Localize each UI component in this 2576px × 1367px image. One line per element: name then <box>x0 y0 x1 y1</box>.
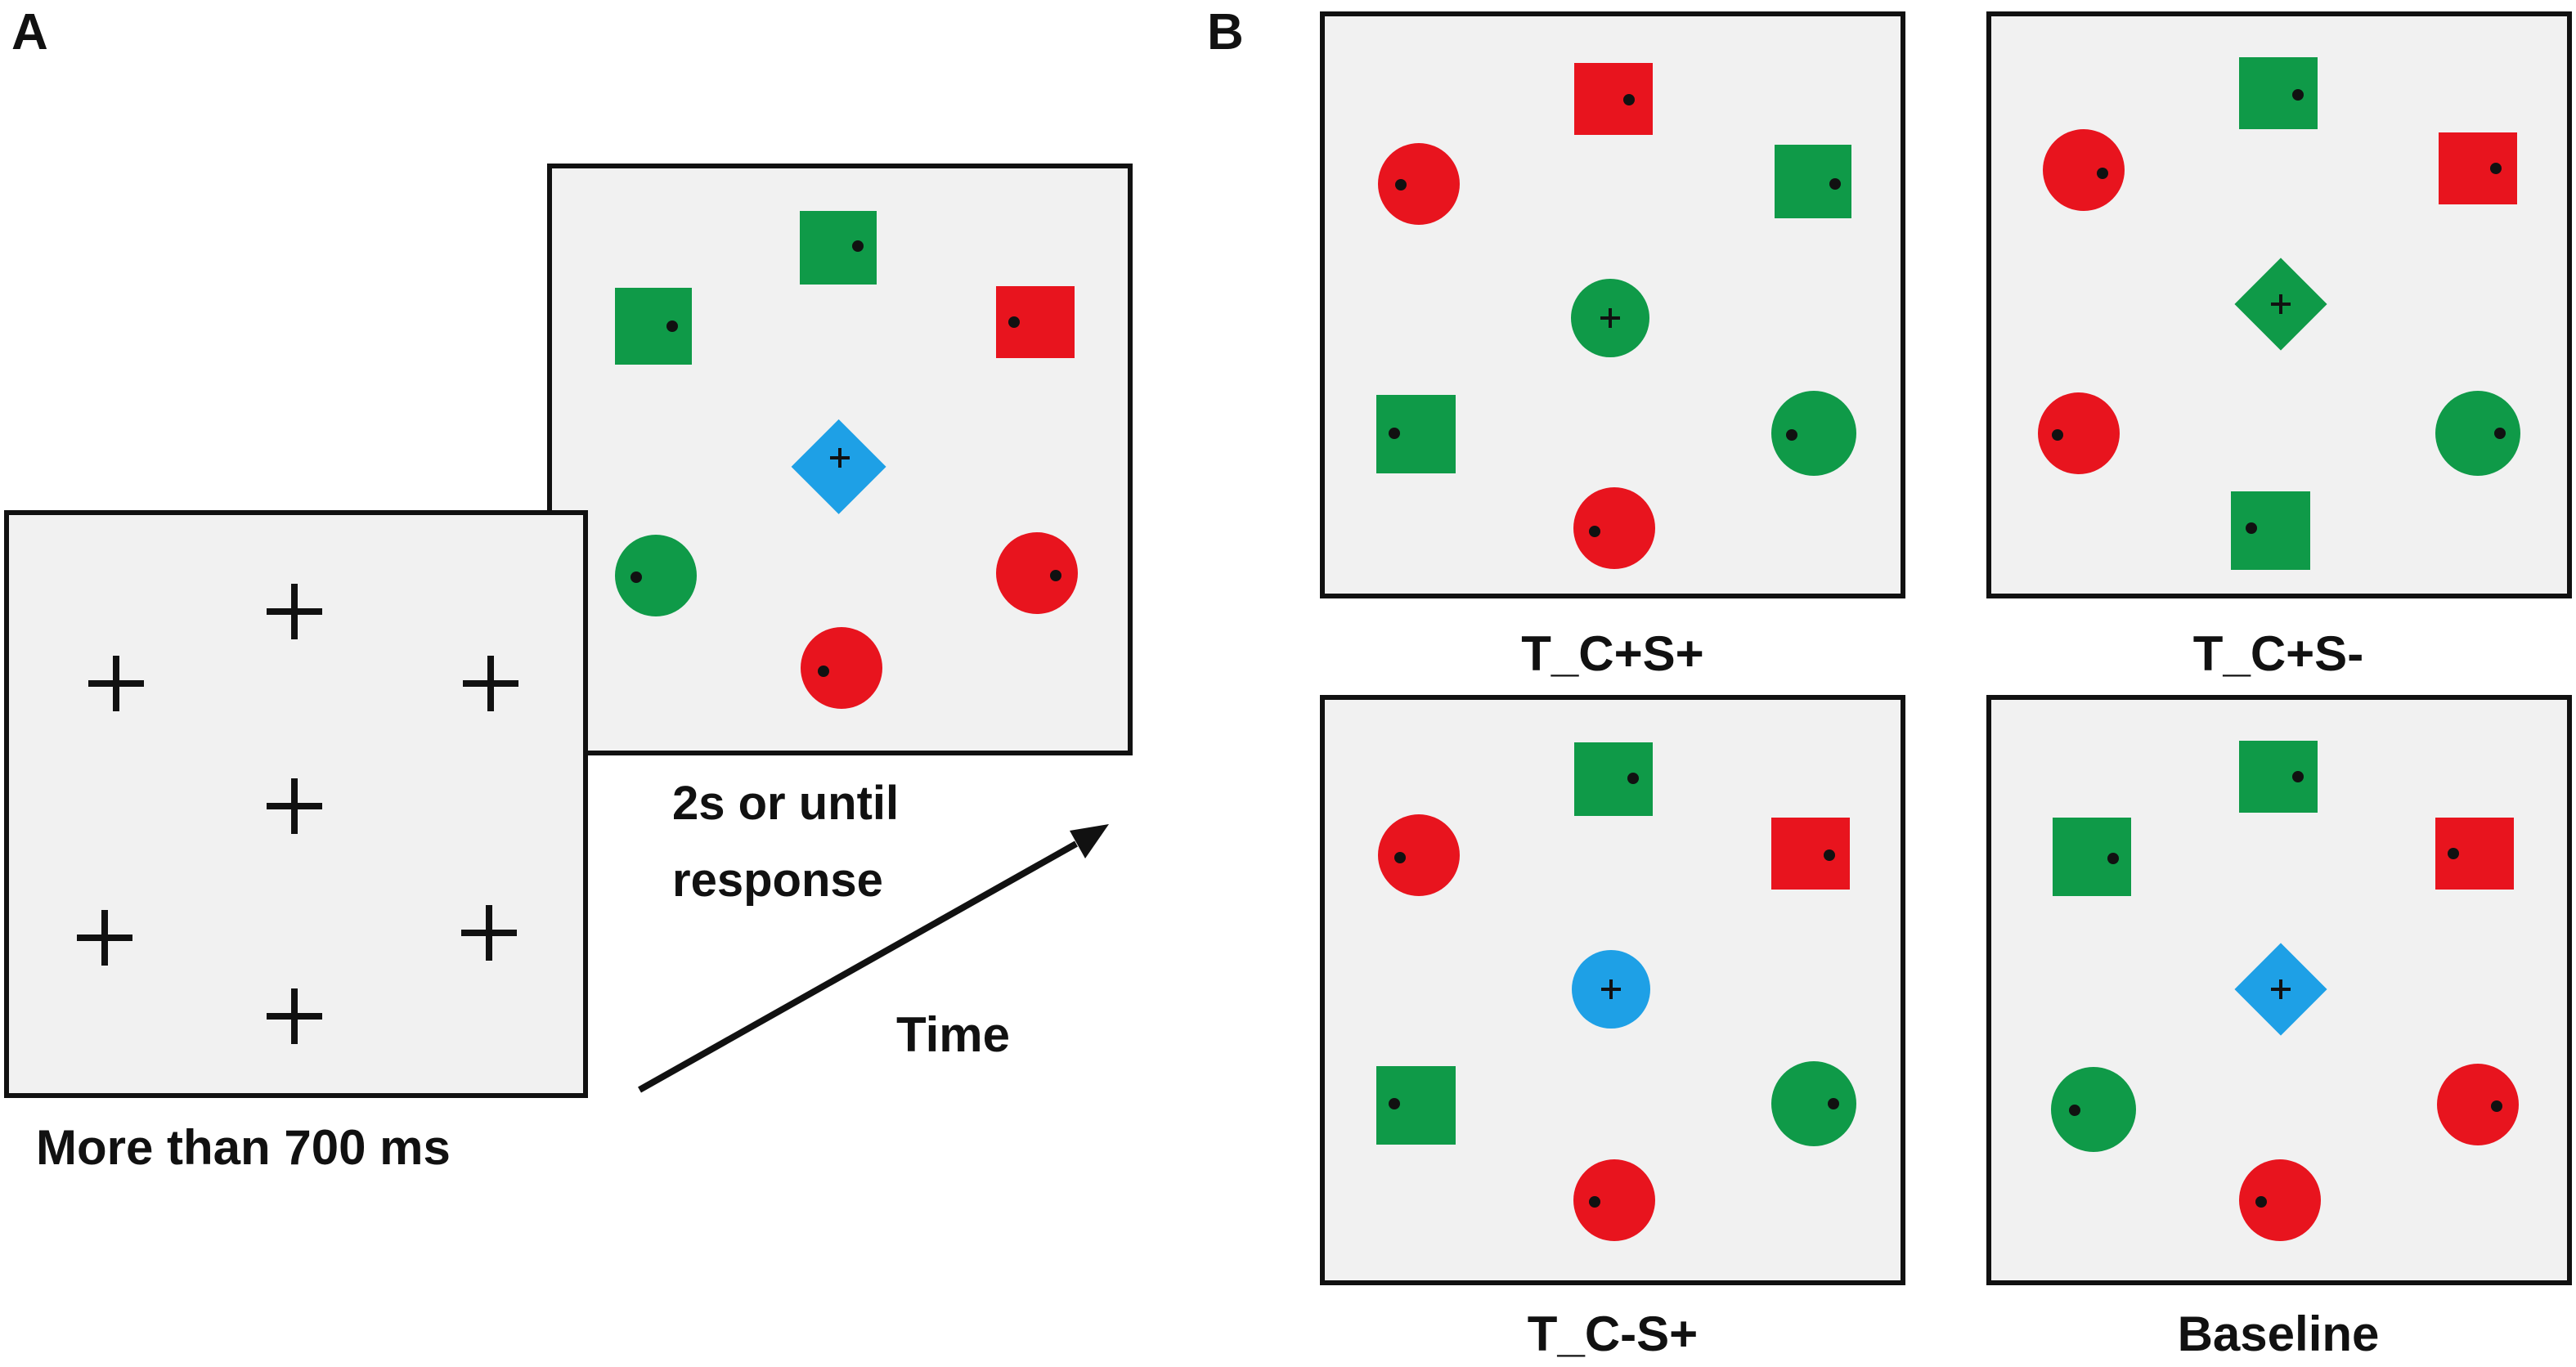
condition-display-t-c-minus-s-plus <box>1320 695 1905 1285</box>
condition-label: T_C+S+ <box>1521 626 1703 681</box>
red-circle <box>2239 1159 2321 1241</box>
target-dot <box>1589 1196 1600 1208</box>
fixation-duration-caption: More than 700 ms <box>36 1120 451 1175</box>
fixation-cross <box>1600 308 1620 328</box>
target-dot <box>2292 89 2304 101</box>
fixation-cross <box>2271 294 2291 314</box>
time-arrow <box>638 824 1109 1093</box>
red-circle <box>1573 487 1655 569</box>
fixation-cross <box>88 656 144 711</box>
red-square <box>2435 818 2514 890</box>
green-square <box>1376 1066 1456 1145</box>
green-circle <box>1771 1061 1856 1146</box>
target-dot <box>1623 94 1635 105</box>
green-square <box>2239 57 2318 129</box>
search-duration-caption-line2: response <box>672 854 883 907</box>
fixation-cross <box>2271 979 2291 999</box>
green-circle <box>1771 391 1856 476</box>
target-dot <box>2494 428 2506 439</box>
target-dot <box>2107 853 2119 864</box>
green-square <box>800 211 877 285</box>
green-circle <box>615 535 697 616</box>
target-dot <box>818 666 829 677</box>
fixation-cross <box>463 656 518 711</box>
target-dot <box>1828 1098 1839 1109</box>
fixation-display <box>4 510 588 1098</box>
target-dot <box>852 240 864 252</box>
time-label: Time <box>896 1007 1010 1062</box>
red-circle <box>2043 129 2125 211</box>
green-square <box>1376 395 1456 473</box>
panel-label-b: B <box>1207 4 1244 61</box>
red-circle <box>1378 143 1460 225</box>
red-circle <box>2038 392 2120 474</box>
target-dot <box>1389 1098 1400 1109</box>
condition-display-baseline <box>1986 695 2572 1285</box>
target-dot <box>1008 316 1020 328</box>
target-dot <box>1389 428 1400 439</box>
red-square <box>1574 63 1653 135</box>
green-circle <box>2435 391 2520 476</box>
green-square <box>2231 491 2310 570</box>
condition-label: T_C+S- <box>2193 626 2363 681</box>
red-circle <box>1573 1159 1655 1241</box>
fixation-cross <box>1601 979 1621 999</box>
target-dot <box>1395 179 1407 190</box>
green-square <box>2053 818 2131 896</box>
panel-a: More than 700 ms 2s or until response Ti… <box>4 164 1133 1175</box>
green-square <box>1574 742 1653 816</box>
red-circle <box>801 627 882 709</box>
condition-label: Baseline <box>2178 1306 2380 1361</box>
panel-label-a: A <box>11 4 48 61</box>
red-square <box>996 286 1075 358</box>
search-display <box>547 164 1133 755</box>
target-dot <box>2490 163 2502 174</box>
target-dot <box>1050 570 1061 581</box>
target-dot <box>2052 429 2063 441</box>
target-dot <box>631 571 642 583</box>
target-dot <box>2069 1105 2080 1116</box>
target-dot <box>1829 178 1841 190</box>
target-dot <box>2292 771 2304 782</box>
target-dot <box>2448 848 2459 859</box>
fixation-cross <box>77 910 132 966</box>
panel-b: T_C+S+ T_C+S- <box>1320 11 2572 1361</box>
fixation-cross <box>267 584 322 639</box>
red-square <box>1771 818 1850 890</box>
search-duration-caption-line1: 2s or until <box>672 777 899 830</box>
target-dot <box>2246 522 2257 534</box>
target-dot <box>1394 852 1406 863</box>
target-dot <box>2097 168 2108 179</box>
red-circle <box>1378 814 1460 896</box>
red-square <box>2439 132 2517 204</box>
fixation-cross <box>267 988 322 1044</box>
condition-display-t-c-plus-s-plus <box>1320 11 1905 598</box>
condition-label: T_C-S+ <box>1528 1306 1698 1361</box>
fixation-cross <box>461 905 517 961</box>
target-dot <box>1786 429 1797 441</box>
fixation-cross <box>267 778 322 834</box>
target-dot <box>2255 1196 2267 1208</box>
target-dot <box>1824 849 1835 861</box>
green-square <box>615 288 692 365</box>
target-dot <box>1589 526 1600 537</box>
green-circle <box>2051 1067 2136 1152</box>
red-circle <box>2437 1064 2519 1145</box>
green-square <box>2239 741 2318 813</box>
target-dot <box>666 320 678 332</box>
condition-display-t-c-plus-s-minus <box>1986 11 2572 598</box>
target-dot <box>1627 773 1639 784</box>
red-circle <box>996 532 1078 614</box>
target-dot <box>2491 1100 2502 1112</box>
fixation-cross <box>830 448 850 468</box>
